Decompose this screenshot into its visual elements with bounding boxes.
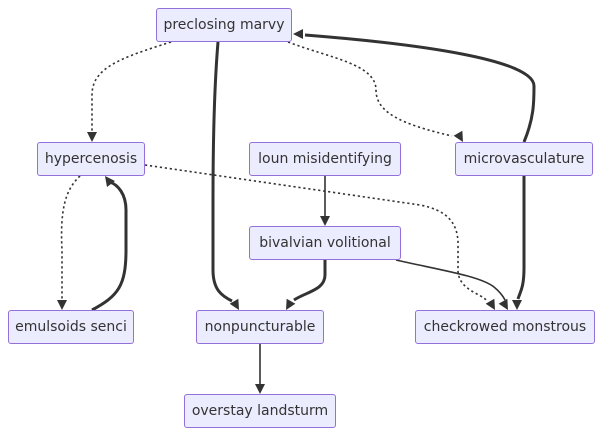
node-hypercenosis[interactable]: hypercenosis [37,142,145,176]
edge-line [91,41,172,132]
node-label: microvasculature [463,151,585,167]
edge-line [516,176,526,300]
edge-line [293,260,327,302]
edge-line [287,41,453,137]
edge-line [60,175,81,300]
node-emulsoids-senci[interactable]: emulsoids senci [8,310,134,344]
node-label: nonpuncturable [204,319,316,335]
arrowhead-icon [293,29,303,39]
edge-preclosing-to-micro [287,41,463,142]
arrowhead-icon [87,132,97,142]
edge-hypercenosis-to-checkrowed [144,164,495,310]
edge-nonpuncturable-to-overstay [255,344,265,394]
arrowhead-icon [57,300,67,310]
node-label: overstay landsturm [191,403,329,419]
node-label: checkrowed monstrous [423,319,587,335]
node-preclosing-marvy[interactable]: preclosing marvy [156,8,292,42]
node-label: bivalvian volitional [259,235,391,251]
edge-loun-to-bivalvian [320,176,330,226]
edge-line [211,41,233,303]
arrowhead-icon [512,300,522,310]
arrowhead-icon [320,216,330,226]
edge-line [144,164,487,301]
arrowhead-icon [105,176,115,187]
node-bivalvian-volitional[interactable]: bivalvian volitional [249,226,401,260]
arrowhead-icon [453,130,463,142]
edge-bivalvian-to-checkrowed [395,259,508,310]
node-label: loun misidentifying [258,151,392,167]
arrowhead-icon [229,298,239,310]
edge-line [91,180,128,312]
node-overstay-landsturm[interactable]: overstay landsturm [184,394,336,428]
edge-emulsoids-to-hypercenosis [91,176,128,312]
node-loun-misidentifying[interactable]: loun misidentifying [249,142,401,176]
edge-bivalvian-to-nonpuncturable [286,260,327,310]
node-label: preclosing marvy [163,17,285,33]
edge-micro-to-checkrowed [512,176,526,310]
arrowhead-icon [485,298,495,310]
arrowhead-icon [255,384,265,394]
edge-preclosing-to-hypercenosis [87,41,172,142]
arrowhead-icon [498,298,508,310]
edge-hypercenosis-to-emulsoids [57,175,81,310]
node-nonpuncturable[interactable]: nonpuncturable [196,310,324,344]
edge-preclosing-to-nonpuncturable [211,41,239,310]
arrowhead-icon [286,298,296,310]
edge-line [304,33,536,143]
edge-line [395,259,506,301]
node-label: hypercenosis [44,151,138,167]
node-microvasculature[interactable]: microvasculature [455,142,593,176]
node-checkrowed-monstrous[interactable]: checkrowed monstrous [415,310,595,344]
node-label: emulsoids senci [15,319,127,335]
edge-micro-to-preclosing [293,29,536,143]
